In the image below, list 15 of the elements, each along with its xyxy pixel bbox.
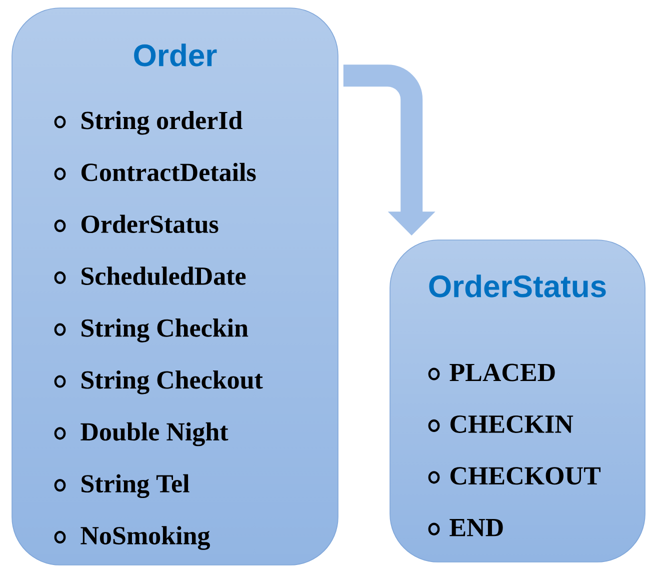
field-text: NoSmoking [80, 526, 210, 550]
field-text: CHECKOUT [450, 467, 600, 485]
class-title: Order [134, 44, 217, 66]
field-text: String orderId [82, 110, 242, 135]
field-text: ScheduledDate [82, 266, 246, 285]
field-text: END [450, 519, 503, 536]
field-text: String Tel [82, 474, 190, 498]
field-text: String Checkin [82, 318, 248, 342]
field-text: String Checkout [82, 370, 263, 394]
class-title: OrderStatus [429, 274, 606, 298]
field-text: CHECKIN [450, 415, 574, 433]
field-text: Double Night [80, 422, 228, 446]
field-text: OrderStatus [81, 214, 218, 234]
field-text: ContractDetails [81, 162, 256, 182]
field-text: PLACED [450, 364, 555, 382]
